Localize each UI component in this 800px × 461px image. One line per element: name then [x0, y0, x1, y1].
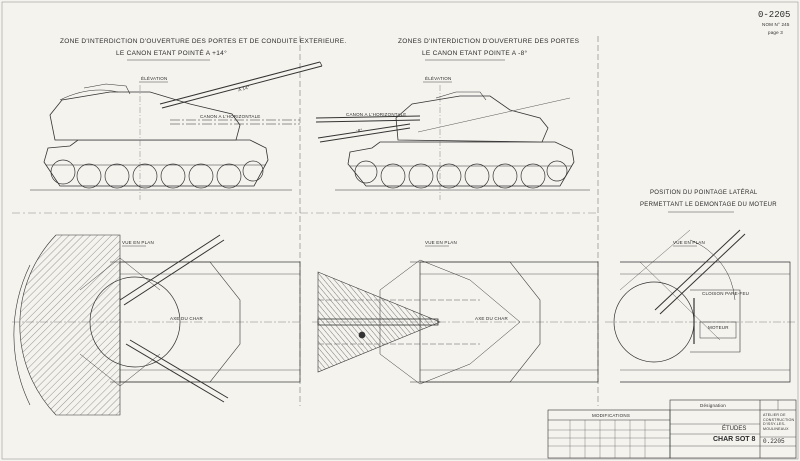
plan-label-left: VUE EN PLAN — [122, 240, 154, 245]
company-label: ATELIER DE CONSTRUCTION D'ISSY-LES-MOULI… — [763, 413, 795, 431]
modifications-label: MODIFICATIONS — [592, 413, 631, 418]
right-view-title-1: POSITION DU POINTAGE LATÉRAL — [650, 190, 758, 196]
plan-view-middle — [312, 259, 599, 385]
doc-ref-sub: NOM N° 245 — [762, 22, 790, 27]
doc-ref-page: page 3 — [768, 30, 783, 35]
axis-label-left: AXE DU CHAR — [170, 316, 203, 321]
right-view-title-2: PERMETTANT LE DEMONTAGE DU MOTEUR — [640, 202, 777, 208]
elevation-label-left: ÉLÉVATION — [141, 76, 168, 81]
title-block-ref-number: 0.2205 — [763, 438, 785, 445]
canon-horizontal-note-middle: CANON A L'HORIZONTALE — [346, 112, 407, 117]
plan-label-right: VUE EN PLAN — [673, 240, 705, 245]
title-block — [547, 399, 797, 459]
axis-label-middle: AXE DU CHAR — [475, 316, 508, 321]
moteur-label: MOTEUR — [708, 325, 729, 330]
tank-elevation-left — [30, 61, 323, 200]
etudes-label: ÉTUDES — [722, 426, 747, 432]
plan-view-right — [605, 229, 795, 383]
tank-elevation-middle — [315, 85, 590, 200]
plan-view-left — [12, 234, 301, 416]
doc-ref-number: 0-2205 — [758, 10, 791, 20]
middle-view-title-1: ZONES D'INTERDICTION D'OUVERTURE DES POR… — [398, 38, 580, 45]
designation-label: Désignation — [700, 403, 726, 408]
middle-view-title-2: LE CANON ETANT POINTE A -8° — [422, 50, 528, 57]
elevation-label-middle: ÉLÉVATION — [425, 76, 452, 81]
cloison-label: CLOISON PARE-FEU — [702, 291, 750, 296]
gun-angle-note-middle: -8° — [356, 128, 363, 133]
plan-label-middle: VUE EN PLAN — [425, 240, 457, 245]
left-view-title-1: ZONE D'INTERDICTION D'OUVERTURE DES PORT… — [60, 38, 347, 45]
left-view-title-2: LE CANON ETANT POINTÉ A +14° — [116, 50, 227, 57]
vehicle-name: CHAR SOT 8 — [713, 436, 756, 443]
canon-horizontal-note-left: CANON A L'HORIZONTALE — [200, 114, 261, 119]
